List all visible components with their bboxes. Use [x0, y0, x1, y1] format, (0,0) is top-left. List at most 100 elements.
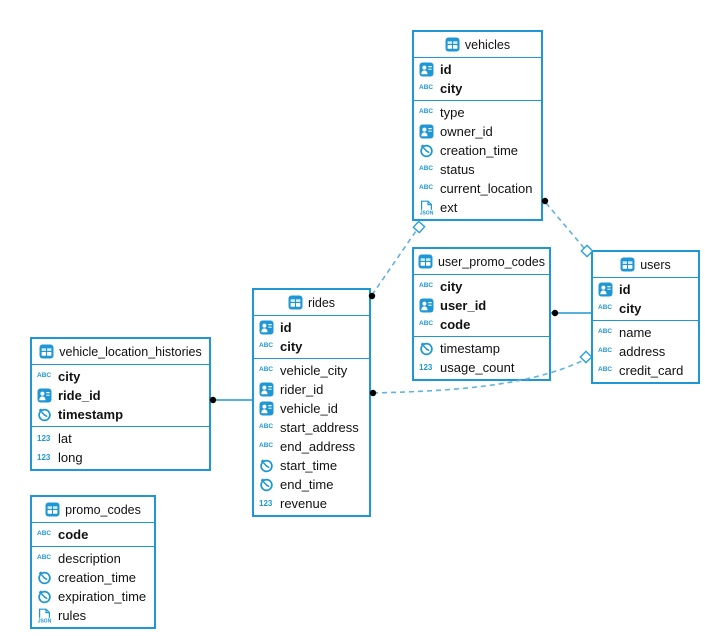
column-row-creation_time[interactable]: creation_time [32, 568, 154, 587]
table-header[interactable]: rides [254, 290, 369, 316]
abc-icon: ABC [419, 108, 434, 116]
column-row-rider_id[interactable]: rider_id [254, 380, 369, 399]
clock-icon [37, 570, 54, 585]
column-name: description [58, 551, 121, 566]
column-row-type[interactable]: ABC type [414, 103, 541, 122]
abc-icon: ABC [259, 423, 274, 431]
relation-rides-vehicles[interactable] [371, 230, 417, 296]
column-row-usage_count[interactable]: 123 usage_count [414, 358, 549, 377]
abc-icon: ABC [259, 442, 274, 450]
column-row-id[interactable]: id [254, 318, 369, 337]
column-name: user_id [440, 298, 487, 313]
abc-icon: ABC [37, 530, 52, 538]
column-row-start_time[interactable]: start_time [254, 456, 369, 475]
table-icon [445, 37, 460, 52]
column-row-ride_id[interactable]: ride_id [32, 386, 209, 405]
column-row-end_time[interactable]: end_time [254, 475, 369, 494]
table-header[interactable]: vehicles [414, 32, 541, 58]
abc-icon: ABC [419, 320, 434, 328]
clock-icon [259, 458, 276, 473]
column-row-timestamp[interactable]: timestamp [414, 339, 549, 358]
abc-icon: ABC [37, 372, 52, 380]
column-row-creation_time[interactable]: creation_time [414, 141, 541, 160]
id-badge-icon [37, 388, 54, 403]
column-row-id[interactable]: id [593, 280, 698, 299]
column-row-vehicle_id[interactable]: vehicle_id [254, 399, 369, 418]
number-123-icon: 123 [37, 452, 51, 462]
abc-icon: ABC [419, 282, 434, 290]
relation-diamond [579, 350, 593, 364]
column-name: name [619, 325, 652, 340]
table-icon [288, 295, 303, 310]
abc-icon: ABC [419, 165, 434, 173]
table-icon [39, 344, 54, 359]
column-row-long[interactable]: 123 long [32, 448, 209, 467]
table-header[interactable]: user_promo_codes [414, 249, 549, 275]
column-row-owner_id[interactable]: owner_id [414, 122, 541, 141]
column-row-expiration_time[interactable]: expiration_time [32, 587, 154, 606]
column-name: ext [440, 200, 458, 215]
relation-dot [551, 309, 559, 317]
svg-text:JSON: JSON [420, 210, 434, 216]
table-name: users [640, 257, 671, 272]
table-header[interactable]: promo_codes [32, 497, 154, 523]
column-row-city[interactable]: ABC city [414, 277, 549, 296]
column-row-timestamp[interactable]: timestamp [32, 405, 209, 424]
table-header[interactable]: users [593, 252, 698, 278]
column-name: vehicle_id [280, 401, 338, 416]
clock-icon [37, 407, 54, 422]
column-name: city [440, 279, 463, 294]
relation-vehicles-users[interactable] [545, 202, 585, 249]
column-name: id [440, 62, 452, 77]
column-name: rules [58, 608, 87, 623]
column-name: long [58, 450, 83, 465]
table-header[interactable]: vehicle_location_histories [32, 339, 209, 365]
column-name: creation_time [58, 570, 137, 585]
column-row-start_address[interactable]: ABC start_address [254, 418, 369, 437]
column-name: usage_count [440, 360, 515, 375]
column-name: timestamp [440, 341, 500, 356]
column-name: id [280, 320, 292, 335]
id-badge-icon [259, 382, 276, 397]
number-123-icon: 123 [419, 362, 433, 372]
clock-icon [259, 477, 276, 492]
column-name: start_address [280, 420, 359, 435]
column-name: timestamp [58, 407, 124, 422]
json-icon: JSON [419, 200, 436, 216]
column-name: start_time [280, 458, 338, 473]
column-row-ext[interactable]: JSON ext [414, 198, 541, 217]
table-name: vehicles [464, 37, 511, 52]
table-name: rides [307, 295, 336, 310]
column-row-user_id[interactable]: user_id [414, 296, 549, 315]
column-name: type [440, 105, 465, 120]
column-row-id[interactable]: id [414, 60, 541, 79]
table-name: vehicle_location_histories [59, 344, 202, 359]
